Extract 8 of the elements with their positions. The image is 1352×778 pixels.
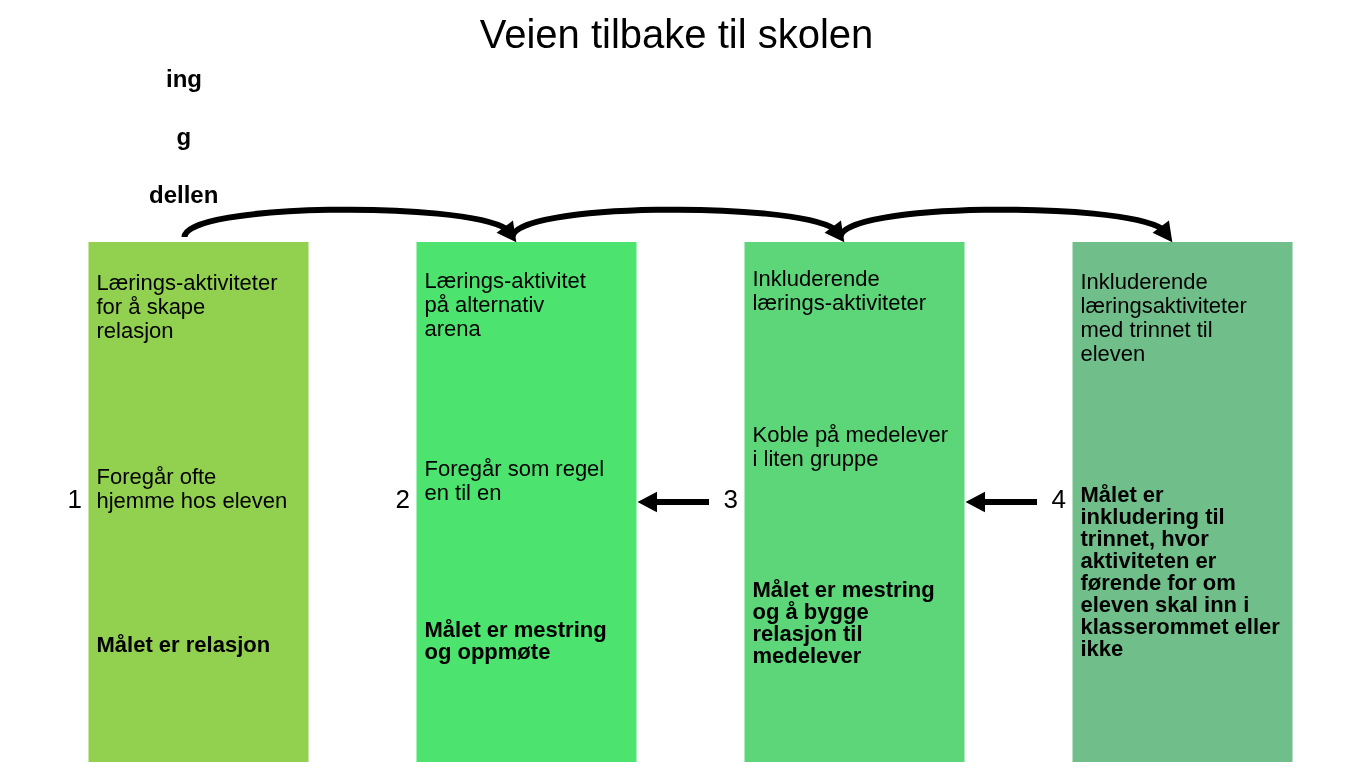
- label: g: [176, 123, 191, 151]
- node-label: 4: [1051, 484, 1066, 515]
- node-label: 2: [395, 484, 410, 515]
- label: dellen: [148, 181, 218, 209]
- diagram-title: Veien tilbake til skolen: [479, 12, 873, 56]
- node-label: 3: [723, 484, 738, 515]
- label: ing: [165, 65, 202, 93]
- node-label: 1: [67, 484, 82, 515]
